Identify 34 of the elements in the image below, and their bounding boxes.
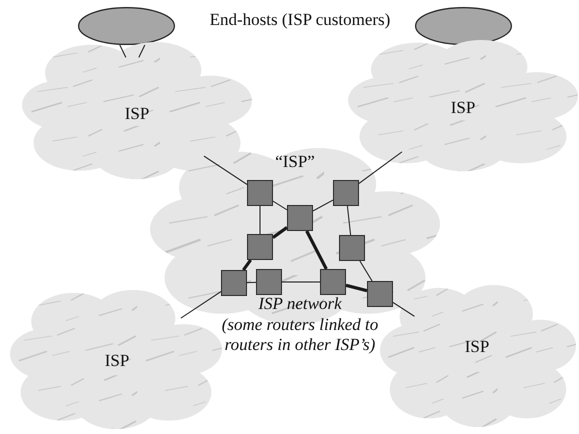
cloud-label: ISP xyxy=(464,337,490,358)
link-line xyxy=(358,151,402,184)
cloud-label: (some routers linked to routers in other ISP’s) xyxy=(220,315,380,356)
link-line xyxy=(305,230,328,270)
heading-label: End-hosts (ISP customers) xyxy=(208,10,392,30)
link-line xyxy=(312,200,334,212)
link-line xyxy=(180,291,222,319)
router-box xyxy=(333,180,359,206)
link-line xyxy=(272,200,288,210)
link-line xyxy=(138,44,146,58)
link-line xyxy=(203,156,248,185)
link-line xyxy=(246,282,256,284)
end-host-ellipse xyxy=(78,7,175,45)
router-box xyxy=(247,234,273,260)
cloud-label: ISP xyxy=(450,98,476,118)
cloud-label: “ISP” xyxy=(274,152,316,172)
cloud-label: ISP xyxy=(104,351,130,372)
end-host-ellipse xyxy=(415,7,512,45)
router-box xyxy=(367,281,393,307)
link-line xyxy=(242,259,252,271)
link-line xyxy=(359,260,373,282)
link-line xyxy=(119,44,126,58)
router-box xyxy=(221,270,247,296)
router-box xyxy=(320,269,346,295)
router-box xyxy=(339,235,365,261)
router-box xyxy=(247,180,273,206)
link-line xyxy=(272,226,288,239)
cloud-label: ISP xyxy=(124,104,150,124)
router-box xyxy=(256,269,282,295)
cloud-label: ISP network xyxy=(257,294,343,314)
link-line xyxy=(392,302,415,317)
router-box xyxy=(287,205,313,231)
link-line xyxy=(346,206,352,236)
link-line xyxy=(346,284,368,292)
